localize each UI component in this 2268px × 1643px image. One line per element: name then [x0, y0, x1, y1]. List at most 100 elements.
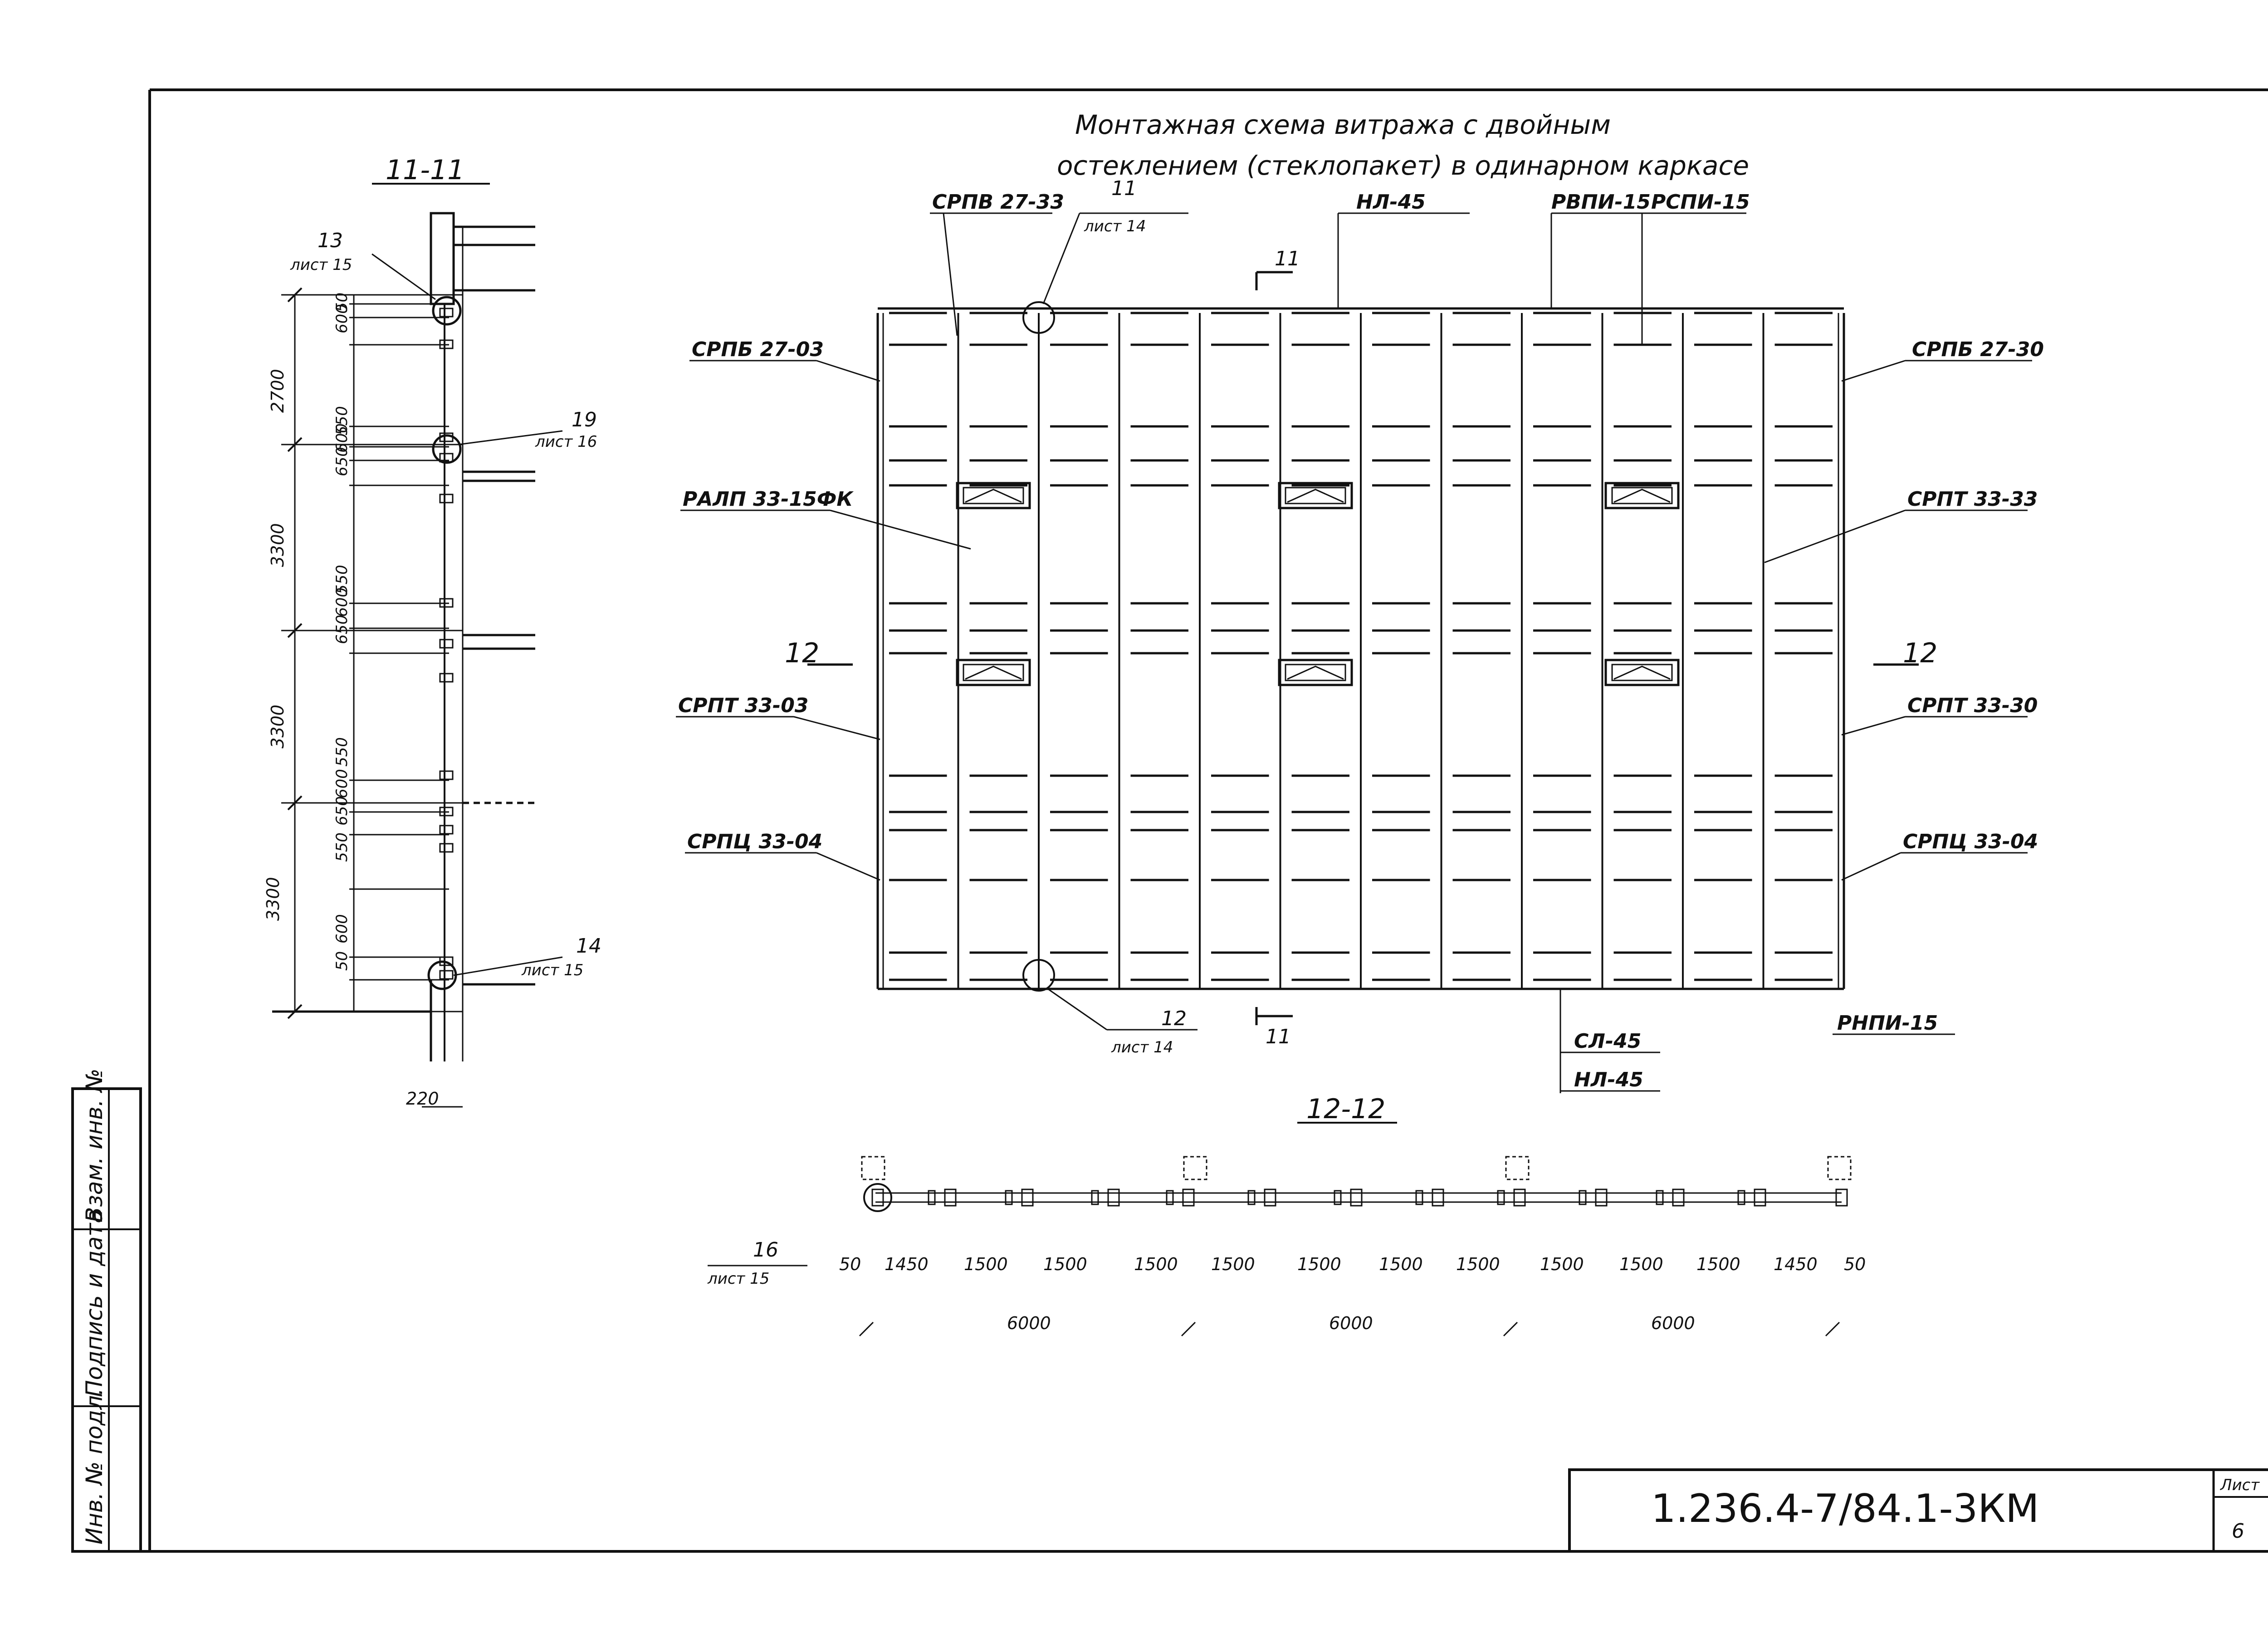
- section-12-drawing: [708, 1122, 1852, 1266]
- dim-small-value: 550: [333, 565, 351, 594]
- callout-11-num: 11: [1111, 177, 1137, 200]
- dim-main-3300-1: 3300: [268, 523, 288, 567]
- plan-dim-small: 1500: [964, 1254, 1008, 1274]
- dim-small-value: 550: [333, 406, 351, 435]
- vent-window: [956, 659, 1031, 686]
- callout-16-circle: [863, 1183, 892, 1212]
- plan-post-secondary: [1579, 1190, 1587, 1205]
- callout-19-num: 19: [572, 408, 597, 431]
- vent-window-mark: [965, 665, 1022, 680]
- plan-post: [1264, 1188, 1276, 1207]
- plan-dim-small: 1500: [1211, 1254, 1255, 1274]
- dim-small-value: 600: [333, 587, 351, 617]
- dim-main-3300-3: 3300: [263, 877, 283, 921]
- plan-post-secondary: [1656, 1190, 1664, 1205]
- title-block-sheet-num: 6: [2232, 1520, 2244, 1543]
- callout-11-sheet: лист 14: [1084, 217, 1146, 235]
- leader-srpb-left: [816, 360, 880, 382]
- mullion-block: [439, 494, 454, 504]
- label-ralp-33-15fk: РАЛП 33-15ФК: [683, 488, 854, 511]
- plan-dim-small: 1500: [1619, 1254, 1663, 1274]
- plan-post: [1754, 1188, 1766, 1207]
- leader-srpc-left: [816, 852, 880, 881]
- plan-post-secondary: [1415, 1190, 1423, 1205]
- dim-tick: [287, 1004, 303, 1019]
- plan-post-secondary: [928, 1190, 936, 1205]
- vent-window-inner: [1611, 664, 1673, 681]
- vent-window-mark: [1287, 665, 1344, 680]
- label-srpb-27-30: СРПБ 27-30: [1912, 338, 2044, 361]
- dim-small-value: 600: [333, 304, 351, 333]
- side-stamp-frame: [71, 1087, 142, 1553]
- leader-srpb-right: [1841, 360, 1906, 382]
- callout-16-sheet: лист 15: [707, 1270, 769, 1288]
- leader-srpt-right: [1841, 716, 1906, 736]
- plan-dim-tick: [1825, 1321, 1840, 1337]
- section-11-ticks: [281, 287, 463, 1019]
- plan-dim-tick: [1503, 1321, 1518, 1337]
- callout-14-leader: [453, 956, 563, 976]
- dim-small-value: 550: [333, 737, 351, 767]
- cut-11-bottom-label: 11: [1266, 1025, 1291, 1048]
- plan-dim-large: 6000: [1651, 1313, 1695, 1333]
- callout-11-leader: [1042, 213, 1080, 304]
- plan-dim-small: 50: [1844, 1254, 1866, 1274]
- callout-13-leader: [371, 253, 436, 300]
- mullion-block: [439, 339, 454, 349]
- callout-19-circle: [432, 434, 462, 464]
- plan-post: [1595, 1188, 1608, 1207]
- label-srpt-33-30: СРПТ 33-30: [1907, 694, 2038, 717]
- elevation-drawing: [876, 307, 1845, 990]
- plan-post-secondary: [1005, 1190, 1013, 1205]
- dim-small-value: 600: [333, 914, 351, 944]
- mullion-block: [439, 807, 454, 817]
- plan-dim-small: 1500: [1379, 1254, 1423, 1274]
- column-1: [861, 1156, 885, 1180]
- plan-dim-small: 1500: [1456, 1254, 1500, 1274]
- column-4: [1827, 1156, 1852, 1180]
- plan-dim-small: 1450: [1774, 1254, 1818, 1274]
- mullion-block: [439, 308, 454, 318]
- vent-window: [1604, 659, 1680, 686]
- leader-ralp: [830, 509, 971, 550]
- section-11-heading: 11-11: [386, 154, 464, 186]
- callout-12-sheet: лист 14: [1111, 1038, 1173, 1056]
- label-srpv-27-33: СРПВ 27-33: [932, 191, 1064, 214]
- drawing-title-line-2: остеклением (стеклопакет) в одинарном ка…: [1057, 150, 1749, 181]
- vent-window: [1278, 482, 1353, 509]
- vent-window-inner: [1285, 664, 1346, 681]
- leader-srpv: [943, 213, 958, 336]
- vent-window: [1604, 482, 1680, 509]
- label-sl-45: СЛ-45: [1574, 1030, 1641, 1053]
- dim-small-value: 650: [333, 796, 351, 826]
- dim-tick: [287, 287, 303, 303]
- label-srpb-27-03: СРПБ 27-03: [692, 338, 824, 361]
- plan-dim-small: 1500: [1696, 1254, 1740, 1274]
- title-block-frame: [1568, 1468, 2268, 1553]
- column-3: [1505, 1156, 1530, 1180]
- dim-tick: [287, 437, 303, 452]
- vent-window-inner: [1611, 487, 1673, 504]
- plan-post: [1672, 1188, 1685, 1207]
- plan-post: [871, 1188, 884, 1207]
- vent-window: [1278, 659, 1353, 686]
- mullion-block: [439, 970, 454, 980]
- plan-dim-ticks: [859, 1321, 1840, 1337]
- mullion-block: [439, 639, 454, 649]
- callout-16-num: 16: [753, 1238, 778, 1262]
- dim-small-value: 50: [333, 951, 351, 971]
- mullion-block: [439, 453, 454, 463]
- callout-19-leader: [458, 430, 563, 445]
- mullion-block: [439, 956, 454, 966]
- column-2: [1183, 1156, 1207, 1180]
- dim-tick: [287, 795, 303, 811]
- plan-dim-small: 1500: [1540, 1254, 1584, 1274]
- label-rspi-15: РСПИ-15: [1651, 191, 1750, 214]
- plan-post-secondary: [1166, 1190, 1174, 1205]
- dim-small-value: 50: [333, 293, 351, 312]
- section-12-heading: 12-12: [1306, 1093, 1385, 1125]
- callout-11-circle: [1022, 301, 1055, 334]
- plan-post-secondary: [1091, 1190, 1099, 1205]
